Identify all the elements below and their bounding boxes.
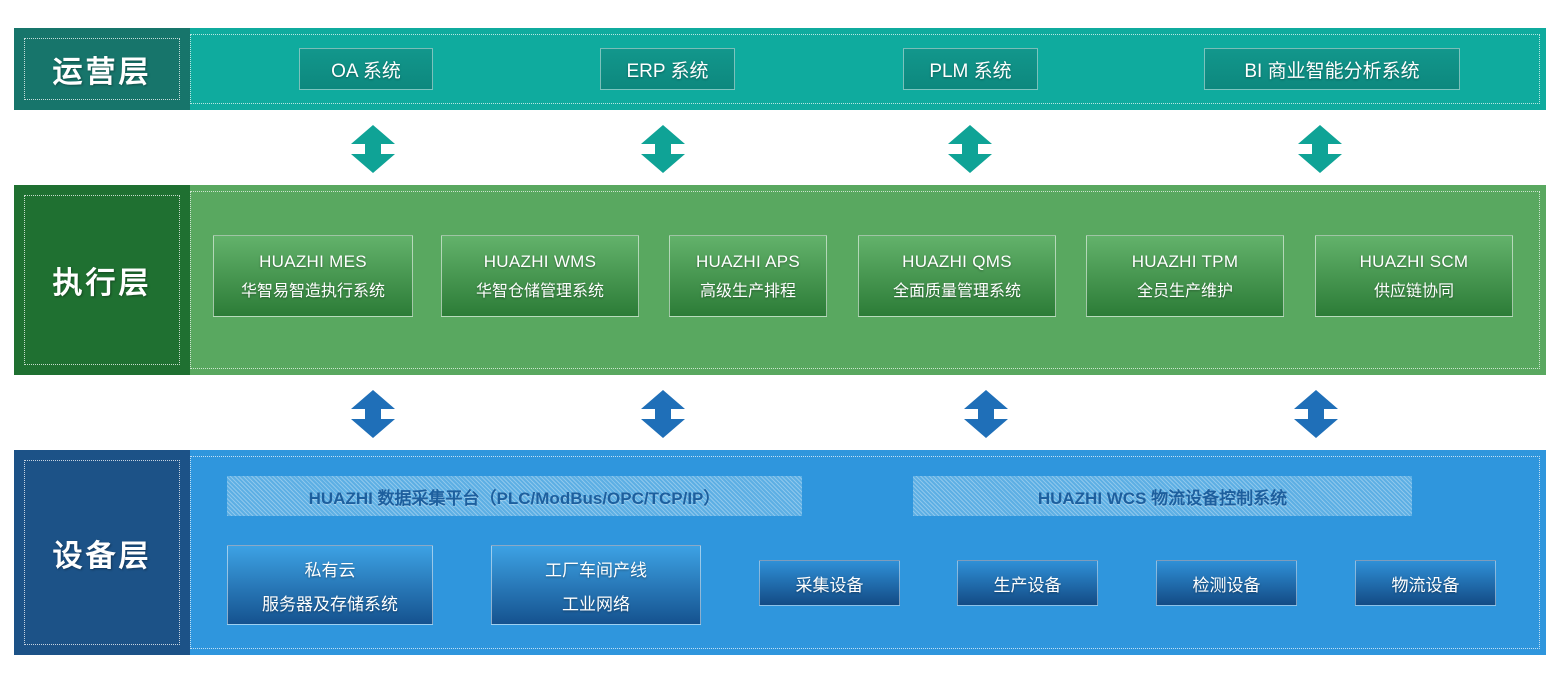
operation-layer-label-panel: 运营层: [14, 28, 190, 110]
double-arrow-vertical-icon: [350, 389, 396, 439]
execution-module-name-en: HUAZHI WMS: [483, 251, 597, 271]
equipment-device-card[interactable]: 检测设备: [1156, 560, 1297, 606]
operation-system-row: OA 系统 ERP 系统 PLM 系统 BI 商业智能分析系统: [190, 28, 1546, 110]
equipment-device-label: 物流设备: [1391, 575, 1460, 595]
execution-module-card[interactable]: HUAZHI MES 华智易智造执行系统: [213, 235, 413, 317]
equipment-device-label: 检测设备: [1192, 575, 1261, 595]
execution-module-name-en: HUAZHI QMS: [902, 251, 1012, 271]
execution-to-equipment-connectors: [0, 389, 1560, 441]
operation-system-label: BI 商业智能分析系统: [1244, 60, 1420, 82]
execution-layer-label-panel: 执行层: [14, 185, 190, 375]
equipment-infrastructure-card[interactable]: 工厂车间产线工业网络: [491, 545, 701, 625]
equipment-platform-banner[interactable]: HUAZHI 数据采集平台（PLC/ModBus/OPC/TCP/IP）: [227, 476, 802, 516]
equipment-platform-banner[interactable]: HUAZHI WCS 物流设备控制系统: [913, 476, 1412, 516]
execution-module-card[interactable]: HUAZHI TPM 全员生产维护: [1086, 235, 1284, 317]
equipment-platform-banner-label: HUAZHI 数据采集平台（PLC/ModBus/OPC/TCP/IP）: [308, 488, 721, 508]
double-arrow-vertical-icon: [640, 389, 686, 439]
operation-system-label: ERP 系统: [626, 60, 709, 82]
equipment-infrastructure-card[interactable]: 私有云服务器及存储系统: [227, 545, 433, 625]
operation-system-label: OA 系统: [331, 60, 401, 82]
equipment-device-label: 生产设备: [993, 575, 1062, 595]
execution-module-card[interactable]: HUAZHI SCM 供应链协同: [1315, 235, 1513, 317]
execution-module-card[interactable]: HUAZHI WMS 华智仓储管理系统: [441, 235, 639, 317]
equipment-platform-banner-label: HUAZHI WCS 物流设备控制系统: [1037, 488, 1288, 508]
execution-module-name-cn: 华智仓储管理系统: [475, 282, 604, 300]
execution-layer: 执行层 HUAZHI MES 华智易智造执行系统 HUAZHI WMS 华智仓储管理系…: [14, 185, 1546, 375]
double-arrow-vertical-icon: [350, 124, 396, 174]
equipment-device-card[interactable]: 生产设备: [957, 560, 1098, 606]
execution-module-name-en: HUAZHI TPM: [1131, 251, 1239, 271]
execution-module-name-cn: 供应链协同: [1373, 282, 1454, 300]
operation-system-card[interactable]: ERP 系统: [600, 48, 735, 90]
operation-layer-title: 运营层: [52, 56, 152, 89]
operation-system-card[interactable]: BI 商业智能分析系统: [1204, 48, 1460, 90]
operation-to-execution-connectors: [0, 124, 1560, 176]
execution-module-name-cn: 高级生产排程: [699, 282, 796, 300]
double-arrow-vertical-icon: [640, 124, 686, 174]
execution-module-name-en: HUAZHI SCM: [1359, 251, 1469, 271]
equipment-layer-content: HUAZHI 数据采集平台（PLC/ModBus/OPC/TCP/IP） HUAZ…: [190, 450, 1546, 655]
execution-module-card[interactable]: HUAZHI APS 高级生产排程: [669, 235, 827, 317]
equipment-infrastructure-line1: 私有云: [304, 560, 356, 580]
equipment-items-row: HUAZHI 数据采集平台（PLC/ModBus/OPC/TCP/IP） HUAZ…: [190, 450, 1546, 655]
execution-layer-title: 执行层: [52, 267, 152, 300]
execution-module-name-en: HUAZHI APS: [695, 251, 801, 271]
operation-system-label: PLM 系统: [929, 60, 1012, 82]
equipment-layer-title: 设备层: [52, 539, 152, 573]
equipment-layer: 设备层 HUAZHI 数据采集平台（PLC/ModBus/OPC/TCP/IP）…: [14, 450, 1546, 655]
equipment-layer-label-panel: 设备层: [14, 450, 190, 655]
equipment-infrastructure-line2: 工业网络: [562, 594, 630, 614]
operation-system-card[interactable]: OA 系统: [299, 48, 433, 90]
operation-layer-content: OA 系统 ERP 系统 PLM 系统 BI 商业智能分析系统: [190, 28, 1546, 110]
execution-module-name-en: HUAZHI MES: [259, 251, 367, 271]
equipment-infrastructure-line1: 工厂车间产线: [545, 560, 647, 580]
execution-module-name-cn: 全面质量管理系统: [892, 282, 1021, 300]
operation-system-card[interactable]: PLM 系统: [903, 48, 1038, 90]
double-arrow-vertical-icon: [1293, 389, 1339, 439]
double-arrow-vertical-icon: [1297, 124, 1343, 174]
equipment-infrastructure-line2: 服务器及存储系统: [262, 594, 398, 614]
equipment-device-card[interactable]: 物流设备: [1355, 560, 1496, 606]
double-arrow-vertical-icon: [963, 389, 1009, 439]
execution-module-name-cn: 华智易智造执行系统: [240, 282, 385, 300]
operation-layer: 运营层 OA 系统 ERP 系统 PLM 系统 BI 商业智能分析系统: [14, 28, 1546, 110]
equipment-device-label: 采集设备: [795, 575, 864, 595]
execution-module-name-cn: 全员生产维护: [1136, 282, 1233, 300]
double-arrow-vertical-icon: [947, 124, 993, 174]
execution-module-card[interactable]: HUAZHI QMS 全面质量管理系统: [858, 235, 1056, 317]
equipment-device-card[interactable]: 采集设备: [759, 560, 900, 606]
